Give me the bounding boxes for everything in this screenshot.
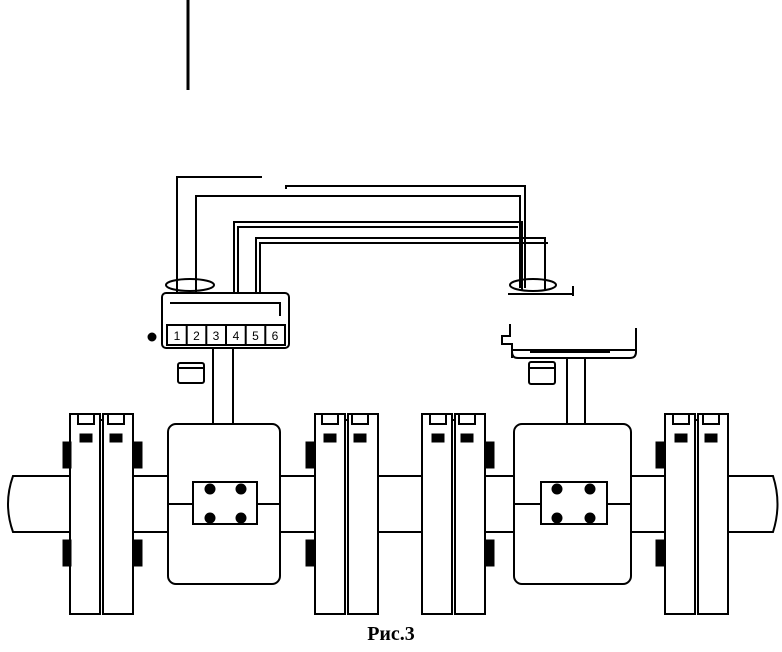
terminal-1-label: 1 xyxy=(174,329,181,343)
left-sensor-body xyxy=(167,423,281,585)
pipe-segment xyxy=(374,475,426,533)
flange-pair-2 xyxy=(305,413,379,615)
left-neck xyxy=(212,347,234,425)
electrode-block xyxy=(192,481,258,525)
right-neck xyxy=(566,357,586,425)
flange-pair-3 xyxy=(421,413,495,615)
signal-cables xyxy=(176,176,548,300)
electrode-fasteners xyxy=(204,483,247,524)
left-cable-gland xyxy=(177,362,205,384)
ground-screw xyxy=(147,332,157,342)
terminal-5-label: 5 xyxy=(252,329,259,343)
right-sensor-body xyxy=(513,423,632,585)
left-converter: 1 2 3 4 5 6 xyxy=(147,278,290,425)
flange-pair-4 xyxy=(655,413,729,615)
terminal-3-label: 3 xyxy=(213,329,220,343)
electrode-block xyxy=(540,481,608,525)
flange-pair-1 xyxy=(62,413,143,615)
terminal-block: 1 2 3 4 5 6 xyxy=(166,324,286,346)
right-cable-clamp xyxy=(509,278,557,292)
right-cable-gland xyxy=(528,361,556,385)
terminal-6-label: 6 xyxy=(272,329,279,343)
terminal-2-label: 2 xyxy=(193,329,200,343)
pipe-segment xyxy=(624,475,671,533)
left-cable-clamp xyxy=(165,278,215,292)
pipe-segment xyxy=(274,475,321,533)
figure-caption: Рис.3 xyxy=(367,623,415,645)
right-converter xyxy=(501,278,637,425)
electrode-fasteners xyxy=(551,483,596,524)
left-pipe-end xyxy=(7,475,71,533)
right-pipe-end xyxy=(716,475,779,533)
pipe-segment xyxy=(129,475,171,533)
terminal-4-label: 4 xyxy=(233,329,240,343)
